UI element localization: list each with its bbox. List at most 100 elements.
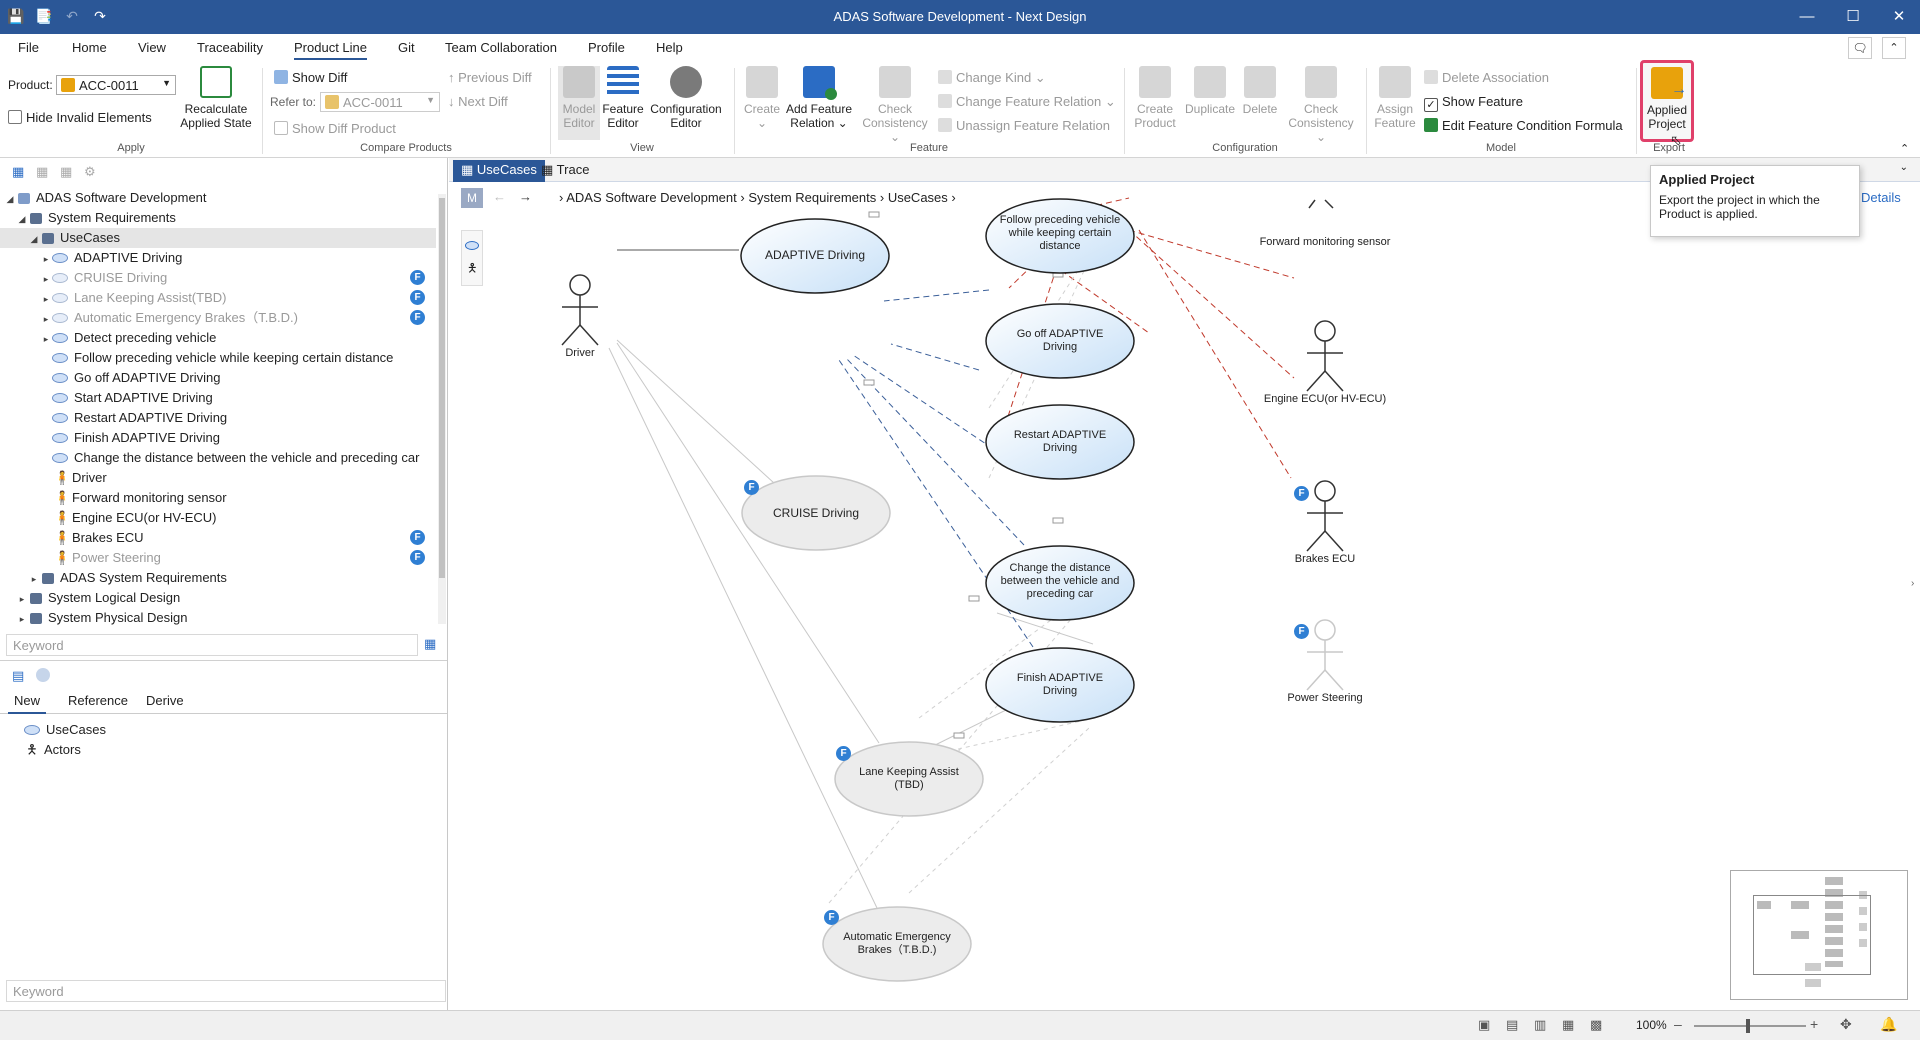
save-all-icon[interactable]: 📑 xyxy=(35,8,53,24)
back-arrow-icon[interactable]: ← xyxy=(493,189,506,204)
show-diff-button[interactable]: Show Diff xyxy=(274,70,347,85)
previous-diff-button[interactable]: ↑ Previous Diff xyxy=(448,70,532,85)
minimize-icon[interactable]: — xyxy=(1799,8,1815,25)
usecase-tool-icon[interactable] xyxy=(465,241,479,250)
menu-file[interactable]: File xyxy=(18,40,39,55)
expanded-arrow-icon[interactable]: ◢ xyxy=(18,214,26,224)
tree-item[interactable]: Start ADAPTIVE Driving xyxy=(0,388,436,408)
tab-new[interactable]: New xyxy=(8,693,47,714)
tab-derive[interactable]: Derive xyxy=(146,693,184,708)
tree-item[interactable]: ◢UseCases xyxy=(0,228,436,248)
tree-keyword-input[interactable]: Keyword xyxy=(6,634,418,656)
show-feature-checkbox[interactable]: ✓Show Feature xyxy=(1424,94,1523,112)
check-consistency-config-button[interactable]: Check Consistency ⌄ xyxy=(1282,66,1360,144)
usecase-go-off[interactable] xyxy=(985,303,1135,379)
zoom-slider[interactable] xyxy=(1694,1019,1806,1033)
usecase-lane-keeping[interactable] xyxy=(834,741,984,817)
menu-product-line[interactable]: Product Line xyxy=(294,40,367,60)
hide-invalid-checkbox[interactable]: Hide Invalid Elements xyxy=(8,110,152,125)
menu-team-collaboration[interactable]: Team Collaboration xyxy=(445,40,558,55)
forward-arrow-icon[interactable]: → xyxy=(519,189,532,204)
collapsed-arrow-icon[interactable]: ▸ xyxy=(19,614,25,624)
change-feature-relation-button[interactable]: Change Feature Relation ⌄ xyxy=(938,94,1116,110)
edit-feature-condition-formula-button[interactable]: Edit Feature Condition Formula xyxy=(1424,118,1623,133)
collapse-ribbon-icon[interactable]: ⌃ xyxy=(1882,37,1906,59)
collapsed-arrow-icon[interactable]: ▸ xyxy=(43,254,49,264)
usecase-aeb[interactable] xyxy=(822,906,972,982)
expanded-arrow-icon[interactable]: ◢ xyxy=(6,194,14,204)
tree-item[interactable]: 🧍Engine ECU(or HV-ECU) xyxy=(0,508,436,528)
zoom-in-icon[interactable]: + xyxy=(1810,1016,1819,1032)
folder-icon[interactable]: ▦ xyxy=(60,164,73,179)
collapsed-arrow-icon[interactable]: ▸ xyxy=(43,294,49,304)
tab-reference[interactable]: Reference xyxy=(68,693,128,708)
collapsed-arrow-icon[interactable]: ▸ xyxy=(19,594,25,604)
create-feature-button[interactable]: Create ⌄ xyxy=(740,66,784,130)
tree-item[interactable]: ▸System Logical Design xyxy=(0,588,436,608)
collapsed-arrow-icon[interactable]: ▸ xyxy=(43,314,49,324)
configuration-editor-button[interactable]: Configuration Editor xyxy=(648,66,724,130)
recalculate-applied-state-button[interactable]: Recalculate Applied State xyxy=(178,66,254,130)
collapsed-arrow-icon[interactable]: ▸ xyxy=(43,334,49,344)
tree-item[interactable]: 🧍Forward monitoring sensor xyxy=(0,488,436,508)
actor-engine-ecu[interactable] xyxy=(1306,320,1344,392)
tree-item[interactable]: Finish ADAPTIVE Driving xyxy=(0,428,436,448)
actor-power-steering[interactable] xyxy=(1306,619,1344,691)
usecase-cruise[interactable] xyxy=(741,475,891,551)
tree-item[interactable]: ◢System Requirements xyxy=(0,208,436,228)
refer-to-combo[interactable]: ACC-0011 ▼ xyxy=(320,92,440,112)
chevron-down-icon[interactable]: ⌄ xyxy=(1899,162,1908,173)
tree-item[interactable]: Change the distance between the vehicle … xyxy=(0,448,436,468)
feature-editor-button[interactable]: Feature Editor xyxy=(600,66,646,130)
actor-tool-icon[interactable]: 🯅 xyxy=(467,261,478,275)
undo-icon[interactable]: ↶ xyxy=(66,8,78,24)
breadcrumb-item[interactable]: ADAS Software Development xyxy=(566,190,737,205)
bottom-keyword-input[interactable]: Keyword xyxy=(6,980,446,1002)
show-diff-product-checkbox[interactable]: Show Diff Product xyxy=(274,121,396,136)
layout-icon[interactable]: ▤ xyxy=(1506,1017,1519,1032)
close-icon[interactable]: ✕ xyxy=(1892,8,1906,25)
model-tree-icon[interactable]: ▦ xyxy=(12,164,25,179)
menu-git[interactable]: Git xyxy=(398,40,415,55)
collapsed-arrow-icon[interactable]: ▸ xyxy=(31,574,37,584)
layout-icon[interactable]: ▥ xyxy=(1534,1017,1547,1032)
actor-driver[interactable] xyxy=(561,274,599,346)
menu-help[interactable]: Help xyxy=(656,40,683,55)
tree-item[interactable]: Follow preceding vehicle while keeping c… xyxy=(0,348,436,368)
product-combo[interactable]: ACC-0011 ▼ xyxy=(56,75,176,95)
tab-trace[interactable]: ▦ Trace xyxy=(541,162,590,177)
tree-item[interactable]: 🧍Driver xyxy=(0,468,436,488)
tree-item[interactable]: ▸Detect preceding vehicle xyxy=(0,328,436,348)
new-item-usecases[interactable]: UseCases xyxy=(24,720,106,740)
check-consistency-feature-button[interactable]: Check Consistency ⌄ xyxy=(856,66,934,144)
expanded-arrow-icon[interactable]: ◢ xyxy=(30,234,38,244)
m-button[interactable]: M xyxy=(461,188,483,208)
add-folder-icon[interactable]: ▦ xyxy=(36,164,49,179)
duplicate-button[interactable]: Duplicate xyxy=(1182,66,1238,116)
new-element-icon[interactable]: ▤ xyxy=(12,668,25,683)
expand-panel-icon[interactable]: › xyxy=(1911,578,1915,589)
breadcrumb-item[interactable]: System Requirements xyxy=(748,190,877,205)
actor-forward-sensor[interactable] xyxy=(1308,199,1334,209)
save-icon[interactable]: 💾 xyxy=(7,8,25,24)
delete-association-button[interactable]: Delete Association xyxy=(1424,70,1549,85)
tree-scrollbar[interactable] xyxy=(438,194,446,624)
layout-icon[interactable]: ▣ xyxy=(1478,1017,1491,1032)
tree-item[interactable]: ◢ADAS Software Development xyxy=(0,188,436,208)
tree-item[interactable]: ▸System Physical Design xyxy=(0,608,436,628)
tree-item[interactable]: Restart ADAPTIVE Driving xyxy=(0,408,436,428)
usecase-change-distance[interactable] xyxy=(985,545,1135,621)
menu-profile[interactable]: Profile xyxy=(588,40,625,55)
create-product-button[interactable]: Create Product xyxy=(1130,66,1180,130)
unassign-feature-relation-button[interactable]: Unassign Feature Relation xyxy=(938,118,1110,133)
model-editor-button[interactable]: Model Editor xyxy=(558,66,600,140)
next-diff-button[interactable]: ↓ Next Diff xyxy=(448,94,508,109)
usecase-follow-preceding[interactable] xyxy=(985,198,1135,274)
fit-icon[interactable]: ▩ xyxy=(1590,1017,1603,1032)
zoom-slider-thumb[interactable] xyxy=(1746,1019,1750,1033)
menu-traceability[interactable]: Traceability xyxy=(197,40,263,55)
usecase-restart[interactable] xyxy=(985,404,1135,480)
